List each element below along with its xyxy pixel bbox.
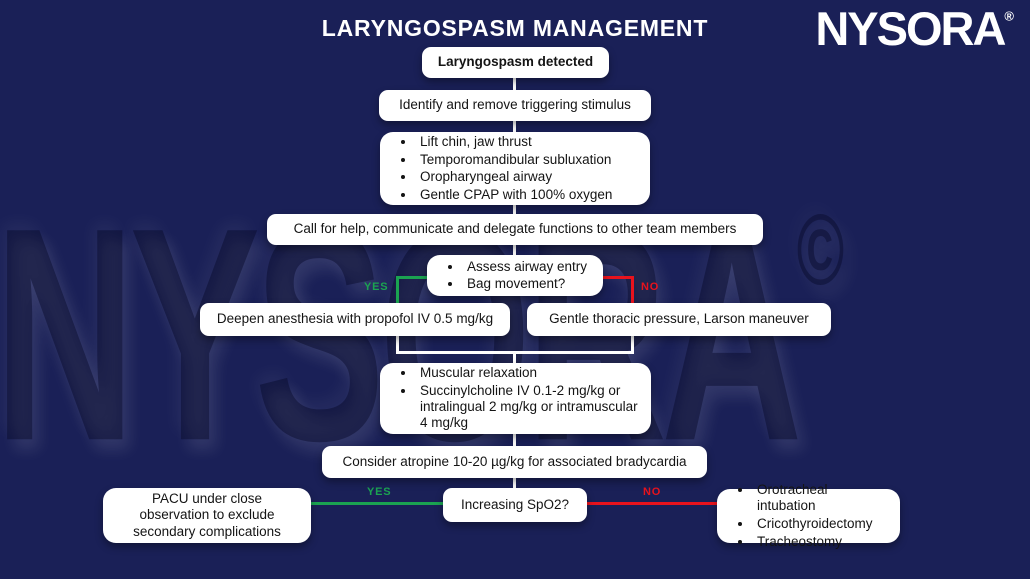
node-label: Increasing SpO2? [460, 496, 570, 512]
list-item: Cricothyroidectomy [753, 516, 888, 532]
relaxation-list: Muscular relaxation Succinylcholine IV 0… [392, 364, 639, 433]
registered-trademark-icon: ® [1004, 8, 1014, 24]
node-label: Laryngospasm detected [437, 54, 594, 70]
node-laryngospasm-detected: Laryngospasm detected [422, 47, 609, 78]
node-assess-airway: Assess airway entry Bag movement? [427, 255, 603, 296]
yes-label-airway: YES [364, 281, 389, 293]
connector-relaxation-atropine [513, 434, 516, 446]
node-label: Identify and remove triggering stimulus [399, 97, 631, 113]
merge-center-vertical-line [513, 351, 516, 363]
connector-atropine-spo2 [513, 478, 516, 489]
merge-left-vertical-line [396, 336, 399, 354]
node-surgical-airway: Orotracheal intubation Cricothyroidectom… [717, 482, 900, 549]
list-item: Oropharyngeal airway [416, 169, 612, 185]
list-item: Orotracheal intubation [753, 482, 888, 514]
connector-maneuvers-call [513, 205, 516, 215]
list-item: Tracheostomy [753, 534, 888, 550]
surgical-list: Orotracheal intubation Cricothyroidectom… [729, 481, 888, 552]
yes-label-spo2: YES [367, 486, 392, 498]
maneuvers-list: Lift chin, jaw thrust Temporomandibular … [392, 132, 612, 204]
node-pacu-observation: PACU under close observation to exclude … [103, 488, 311, 543]
connector-detected-identify [513, 78, 516, 91]
connector-identify-maneuvers [513, 121, 516, 133]
node-label: PACU under close observation to exclude … [133, 491, 281, 539]
page-title: LARYNGOSPASM MANAGEMENT [321, 15, 709, 41]
no-label-airway: NO [641, 281, 660, 293]
yes-line-spo2-pacu [311, 502, 444, 505]
list-item: Muscular relaxation [416, 365, 639, 381]
no-label-spo2: NO [643, 486, 662, 498]
node-increasing-spo2: Increasing SpO2? [443, 488, 587, 522]
node-airway-maneuvers: Lift chin, jaw thrust Temporomandibular … [380, 132, 650, 205]
node-label: Gentle thoracic pressure, Larson maneuve… [549, 311, 809, 327]
no-line-spo2-surgical [587, 502, 717, 505]
list-item: Lift chin, jaw thrust [416, 134, 612, 150]
connector-call-assess [513, 245, 516, 256]
node-atropine: Consider atropine 10-20 µg/kg for associ… [322, 446, 707, 478]
node-call-for-help: Call for help, communicate and delegate … [267, 214, 763, 245]
list-item: Assess airway entry [463, 259, 587, 275]
node-thoracic-pressure: Gentle thoracic pressure, Larson maneuve… [527, 303, 831, 336]
no-branch-horizontal-line [601, 276, 634, 279]
copyright-icon: © [796, 192, 845, 306]
node-label: Call for help, communicate and delegate … [293, 221, 737, 237]
node-muscular-relaxation: Muscular relaxation Succinylcholine IV 0… [380, 363, 651, 434]
list-item: Gentle CPAP with 100% oxygen [416, 187, 612, 203]
merge-right-vertical-line [631, 336, 634, 354]
list-item: Bag movement? [463, 276, 587, 292]
node-label: Deepen anesthesia with propofol IV 0.5 m… [216, 311, 494, 327]
list-item: Temporomandibular subluxation [416, 152, 612, 168]
node-label: Consider atropine 10-20 µg/kg for associ… [342, 453, 687, 469]
node-deepen-anesthesia: Deepen anesthesia with propofol IV 0.5 m… [200, 303, 510, 336]
no-branch-vertical-line [631, 276, 634, 304]
node-identify-stimulus: Identify and remove triggering stimulus [379, 90, 651, 121]
yes-branch-horizontal-line [396, 276, 429, 279]
assess-list: Assess airway entry Bag movement? [439, 257, 587, 294]
list-item: Succinylcholine IV 0.1-2 mg/kg or intral… [416, 383, 639, 432]
nysora-logo: NYSORA® [815, 5, 1014, 52]
yes-branch-vertical-line [396, 276, 399, 304]
logo-text: NYSORA [815, 2, 1006, 55]
